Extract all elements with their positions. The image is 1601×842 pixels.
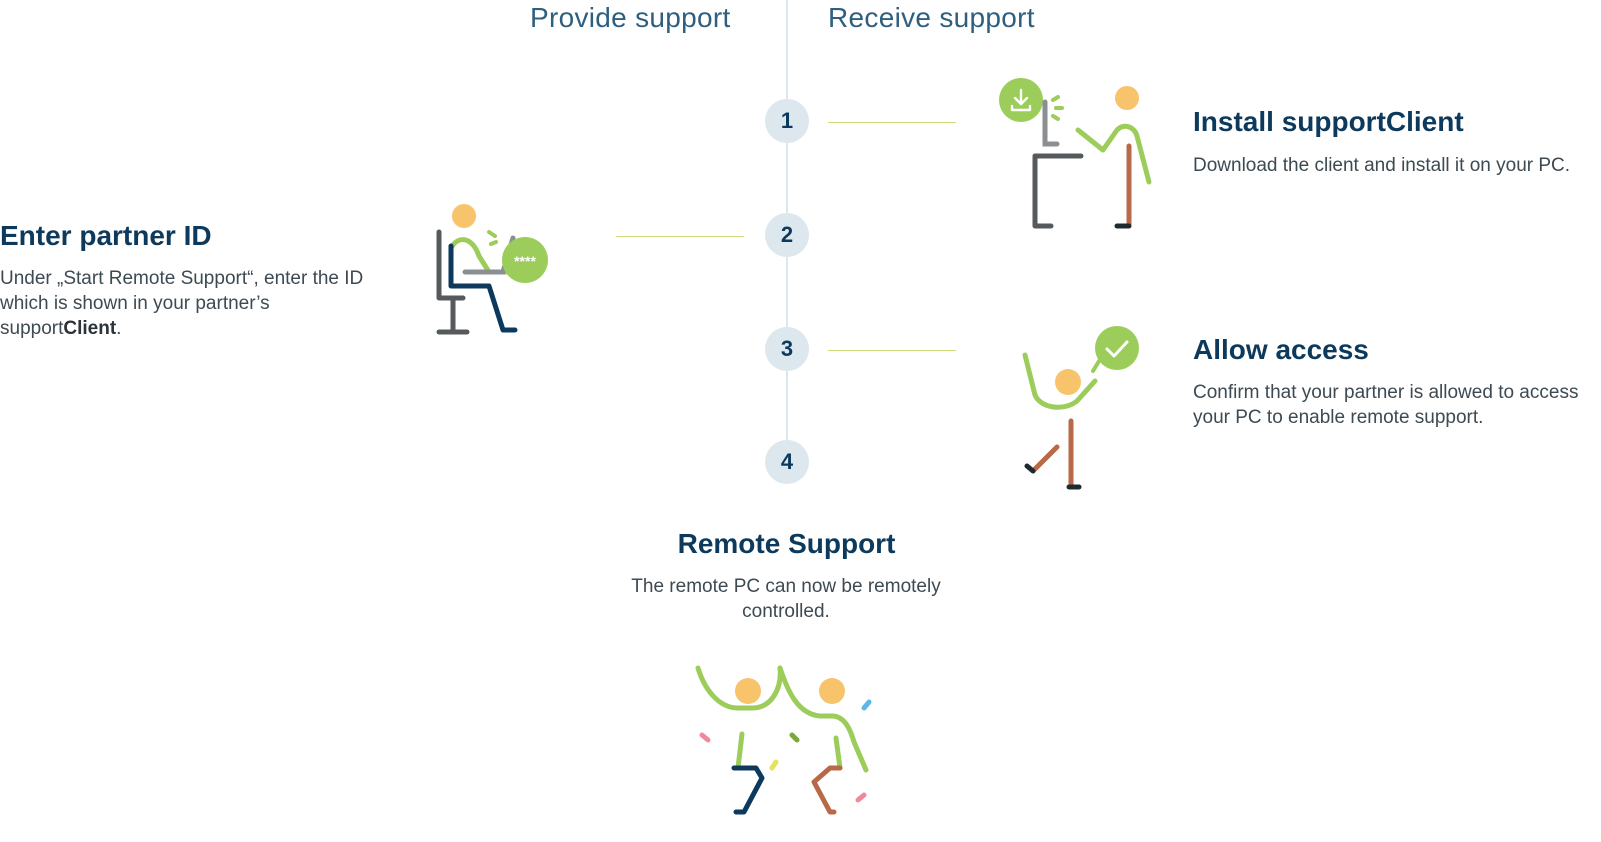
check-icon [1095, 326, 1139, 370]
step-1-badge: 1 [765, 99, 809, 143]
remote-support-celebration-illustration [695, 665, 872, 815]
step-4-badge: 4 [765, 440, 809, 484]
step-2-badge: 2 [765, 213, 809, 257]
enter-partner-id-illustration: **** [436, 204, 548, 335]
receive-support-heading: Receive support [828, 2, 1035, 33]
step-2-connector [616, 236, 744, 237]
install-client-title: Install supportClient [1193, 106, 1464, 137]
step-3-connector [828, 350, 956, 351]
step-1-connector [828, 122, 956, 123]
step-3-badge: 3 [765, 327, 809, 371]
enter-partner-id-description: Under „Start Remote Support“, enter the … [0, 268, 364, 339]
remote-support-title: Remote Support [677, 528, 896, 559]
install-client-description: Download the client and install it on yo… [1193, 155, 1571, 176]
allow-access-title: Allow access [1193, 334, 1369, 365]
allow-access-illustration [1022, 326, 1139, 490]
remote-support-description: The remote PC can now be remotely contro… [631, 576, 941, 622]
enter-partner-id-title: Enter partner ID [0, 220, 212, 251]
password-mask: **** [514, 253, 536, 269]
install-client-illustration [999, 78, 1152, 229]
provide-support-heading: Provide support [530, 2, 731, 33]
password-bubble-icon [502, 237, 548, 283]
allow-access-description: Confirm that your partner is allowed to … [1193, 382, 1579, 428]
